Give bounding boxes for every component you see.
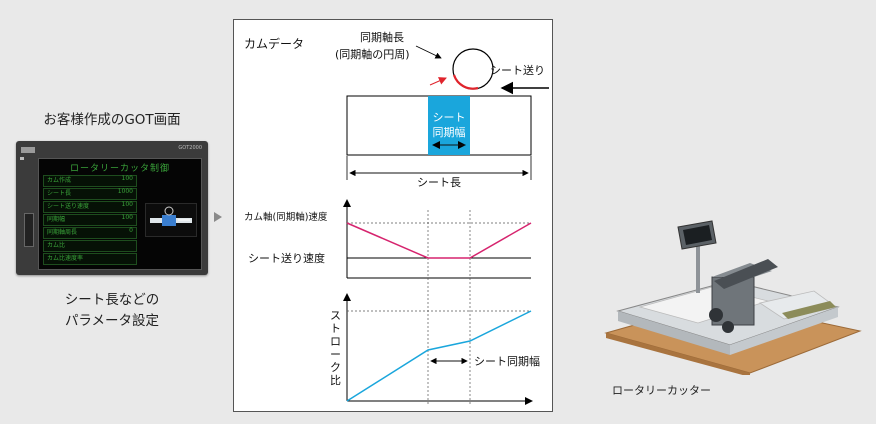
flow-arrow-icon xyxy=(214,212,222,222)
svg-text:ク: ク xyxy=(330,361,341,374)
sheet-length-label: シート長 xyxy=(417,176,461,189)
cam-speed-curve xyxy=(346,222,532,259)
arc-pointer xyxy=(429,77,447,86)
svg-text:ロ: ロ xyxy=(330,335,341,348)
panel-title: カムデータ xyxy=(244,36,304,51)
caption-line-1: シート長などの xyxy=(64,292,160,308)
screen-row: カム比 xyxy=(43,240,137,252)
screen-title: ロータリーカッタ制御 xyxy=(69,164,170,174)
svg-text:ト: ト xyxy=(330,322,341,335)
svg-text:比: 比 xyxy=(330,374,341,387)
parameter-caption: シート長などの パラメータ設定 xyxy=(14,290,210,332)
caption-line-2: パラメータ設定 xyxy=(64,313,160,329)
cam-speed-label: カム軸(同期軸)速度 xyxy=(244,211,328,223)
screen-row: カム比速度率 xyxy=(43,253,137,265)
svg-text:ー: ー xyxy=(330,348,341,361)
sheet-sync-label-1: シート xyxy=(433,111,466,124)
sync-axis-leader xyxy=(415,45,442,59)
sheet-sync-width-label: シート同期幅 xyxy=(474,355,540,368)
sheet-feed-label: シート送り xyxy=(490,63,545,77)
feed-speed-label: シート送り速度 xyxy=(248,251,325,265)
sync-axis-label: 同期軸長 xyxy=(360,30,404,44)
sheet-sync-label-2: 同期幅 xyxy=(433,126,466,139)
stroke-ratio-label: ス ト ロ ー ク 比 xyxy=(330,309,341,387)
sync-axis-sub: (同期軸の円周) xyxy=(335,47,410,61)
brand-model: GOT2000 xyxy=(178,145,202,151)
rotary-cutter-image xyxy=(600,215,862,377)
usb-port-cover xyxy=(24,213,34,247)
machine-preview-image xyxy=(145,203,197,237)
svg-text:ス: ス xyxy=(330,309,341,322)
sync-axis-arc xyxy=(452,74,479,90)
brand-logo xyxy=(21,147,35,153)
rotary-cutter-caption: ロータリーカッター xyxy=(612,384,711,397)
got-screen-title: お客様作成のGOT画面 xyxy=(43,112,181,128)
status-led xyxy=(20,157,24,160)
cam-data-panel: カムデータ 同期軸長 (同期軸の円周) シート送り シート 同期幅 シート長 カ… xyxy=(233,19,553,412)
stroke-ratio-curve xyxy=(346,310,532,402)
